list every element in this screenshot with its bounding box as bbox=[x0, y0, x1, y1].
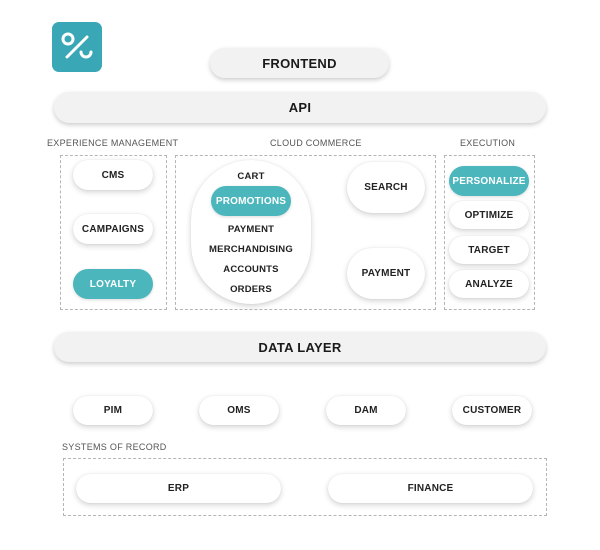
cms-button[interactable]: CMS bbox=[73, 160, 153, 190]
optimize-button[interactable]: OPTIMIZE bbox=[449, 201, 529, 229]
campaigns-button[interactable]: CAMPAIGNS bbox=[73, 214, 153, 244]
loyalty-button[interactable]: LOYALTY bbox=[73, 269, 153, 299]
finance-button[interactable]: FINANCE bbox=[328, 474, 533, 503]
execution-label: EXECUTION bbox=[460, 138, 516, 148]
api-bar[interactable]: API bbox=[54, 92, 546, 123]
percent-icon bbox=[61, 32, 93, 59]
dam-button[interactable]: DAM bbox=[326, 396, 406, 425]
accounts-item[interactable]: ACCOUNTS bbox=[223, 264, 279, 275]
frontend-bar[interactable]: FRONTEND bbox=[210, 48, 389, 78]
analyze-button[interactable]: ANALYZE bbox=[449, 270, 529, 298]
promotions-button[interactable]: PROMOTIONS bbox=[211, 186, 291, 216]
target-button[interactable]: TARGET bbox=[449, 236, 529, 264]
commerce-group-pill bbox=[191, 160, 311, 304]
pim-button[interactable]: PIM bbox=[73, 396, 153, 425]
payment-item[interactable]: PAYMENT bbox=[227, 224, 275, 235]
systems-of-record-label: SYSTEMS OF RECORD bbox=[62, 442, 167, 452]
cloud-commerce-box bbox=[175, 155, 436, 310]
experience-management-label: EXPERIENCE MANAGEMENT bbox=[47, 138, 179, 148]
orders-item[interactable]: ORDERS bbox=[230, 284, 272, 295]
merchandising-item[interactable]: MERCHANDISING bbox=[209, 244, 293, 255]
data-layer-bar[interactable]: DATA LAYER bbox=[54, 332, 546, 362]
oms-button[interactable]: OMS bbox=[199, 396, 279, 425]
erp-button[interactable]: ERP bbox=[76, 474, 281, 503]
search-button[interactable]: SEARCH bbox=[347, 162, 425, 213]
payment-button[interactable]: PAYMENT bbox=[347, 248, 425, 299]
execution-box bbox=[444, 155, 535, 310]
cart-item[interactable]: CART bbox=[237, 171, 265, 182]
personalize-button[interactable]: PERSONALIZE bbox=[449, 166, 529, 196]
app-logo bbox=[52, 22, 102, 72]
customer-button[interactable]: CUSTOMER bbox=[452, 396, 532, 425]
systems-of-record-box bbox=[63, 458, 547, 516]
cloud-commerce-label: CLOUD COMMERCE bbox=[270, 138, 362, 148]
experience-management-box bbox=[60, 155, 167, 310]
